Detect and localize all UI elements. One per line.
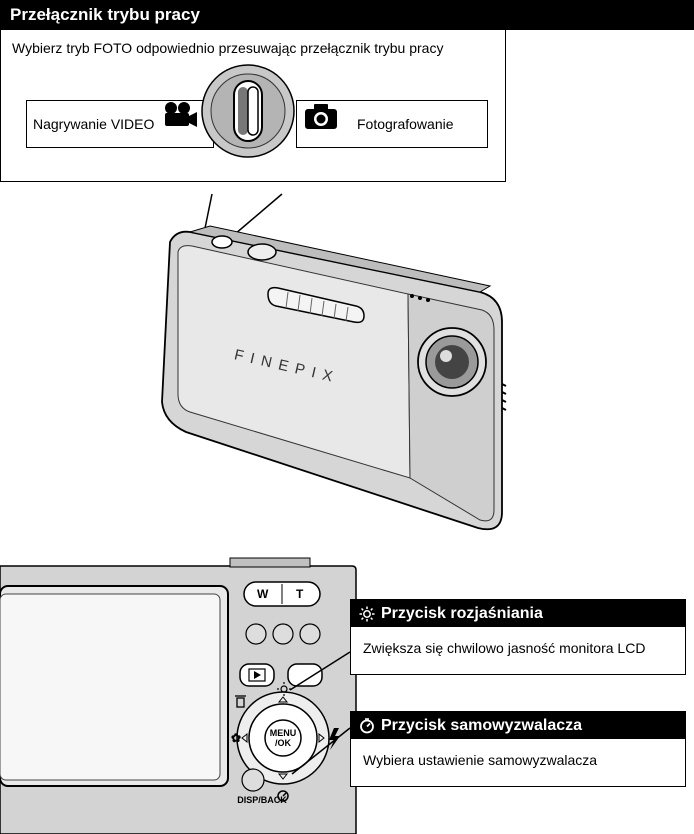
- zoom-w-label: W: [257, 587, 269, 601]
- camera-icon: [305, 104, 337, 129]
- camera-front-illustration: FINEPIX: [161, 225, 507, 531]
- self-timer-description: Wybiera ustawienie samowyzwalacza: [363, 752, 598, 768]
- video-camera-icon: [165, 102, 197, 127]
- disp-back-label: DISP/BACK: [237, 795, 287, 805]
- svg-text:✿: ✿: [231, 731, 241, 745]
- camera-back-illustration: MENU /OK ✿ DISP/BACK: [0, 557, 357, 834]
- zoom-t-label: T: [296, 587, 304, 601]
- mode-photo-label: Fotografowanie: [357, 116, 454, 132]
- sun-icon: [359, 606, 375, 622]
- mode-switch-description: Wybierz tryb FOTO odpowiednio przesuwają…: [12, 40, 444, 56]
- self-timer-title-bar: Przycisk samowyzwalacza: [351, 712, 685, 739]
- mode-switch-callout: Przełącznik trybu pracy Wybierz tryb FOT…: [0, 0, 694, 182]
- mode-video-label: Nagrywanie VIDEO: [33, 116, 155, 132]
- brightness-description: Zwiększa się chwilowo jasność monitora L…: [363, 640, 646, 656]
- self-timer-title: Przycisk samowyzwalacza: [381, 716, 583, 734]
- brightness-title: Przycisk rozjaśniania: [381, 604, 543, 622]
- menu-ok-line2: /OK: [275, 738, 292, 748]
- brightness-title-bar: Przycisk rozjaśniania: [351, 600, 685, 627]
- mode-switch-title: Przełącznik trybu pracy: [0, 0, 694, 30]
- self-timer-icon: [359, 717, 375, 734]
- self-timer-callout: Przycisk samowyzwalacza Wybiera ustawien…: [350, 711, 686, 787]
- mode-switch-magnified: [201, 64, 295, 158]
- brightness-callout: Przycisk rozjaśniania Zwiększa się chwil…: [350, 599, 686, 675]
- menu-ok-line1: MENU: [270, 728, 297, 738]
